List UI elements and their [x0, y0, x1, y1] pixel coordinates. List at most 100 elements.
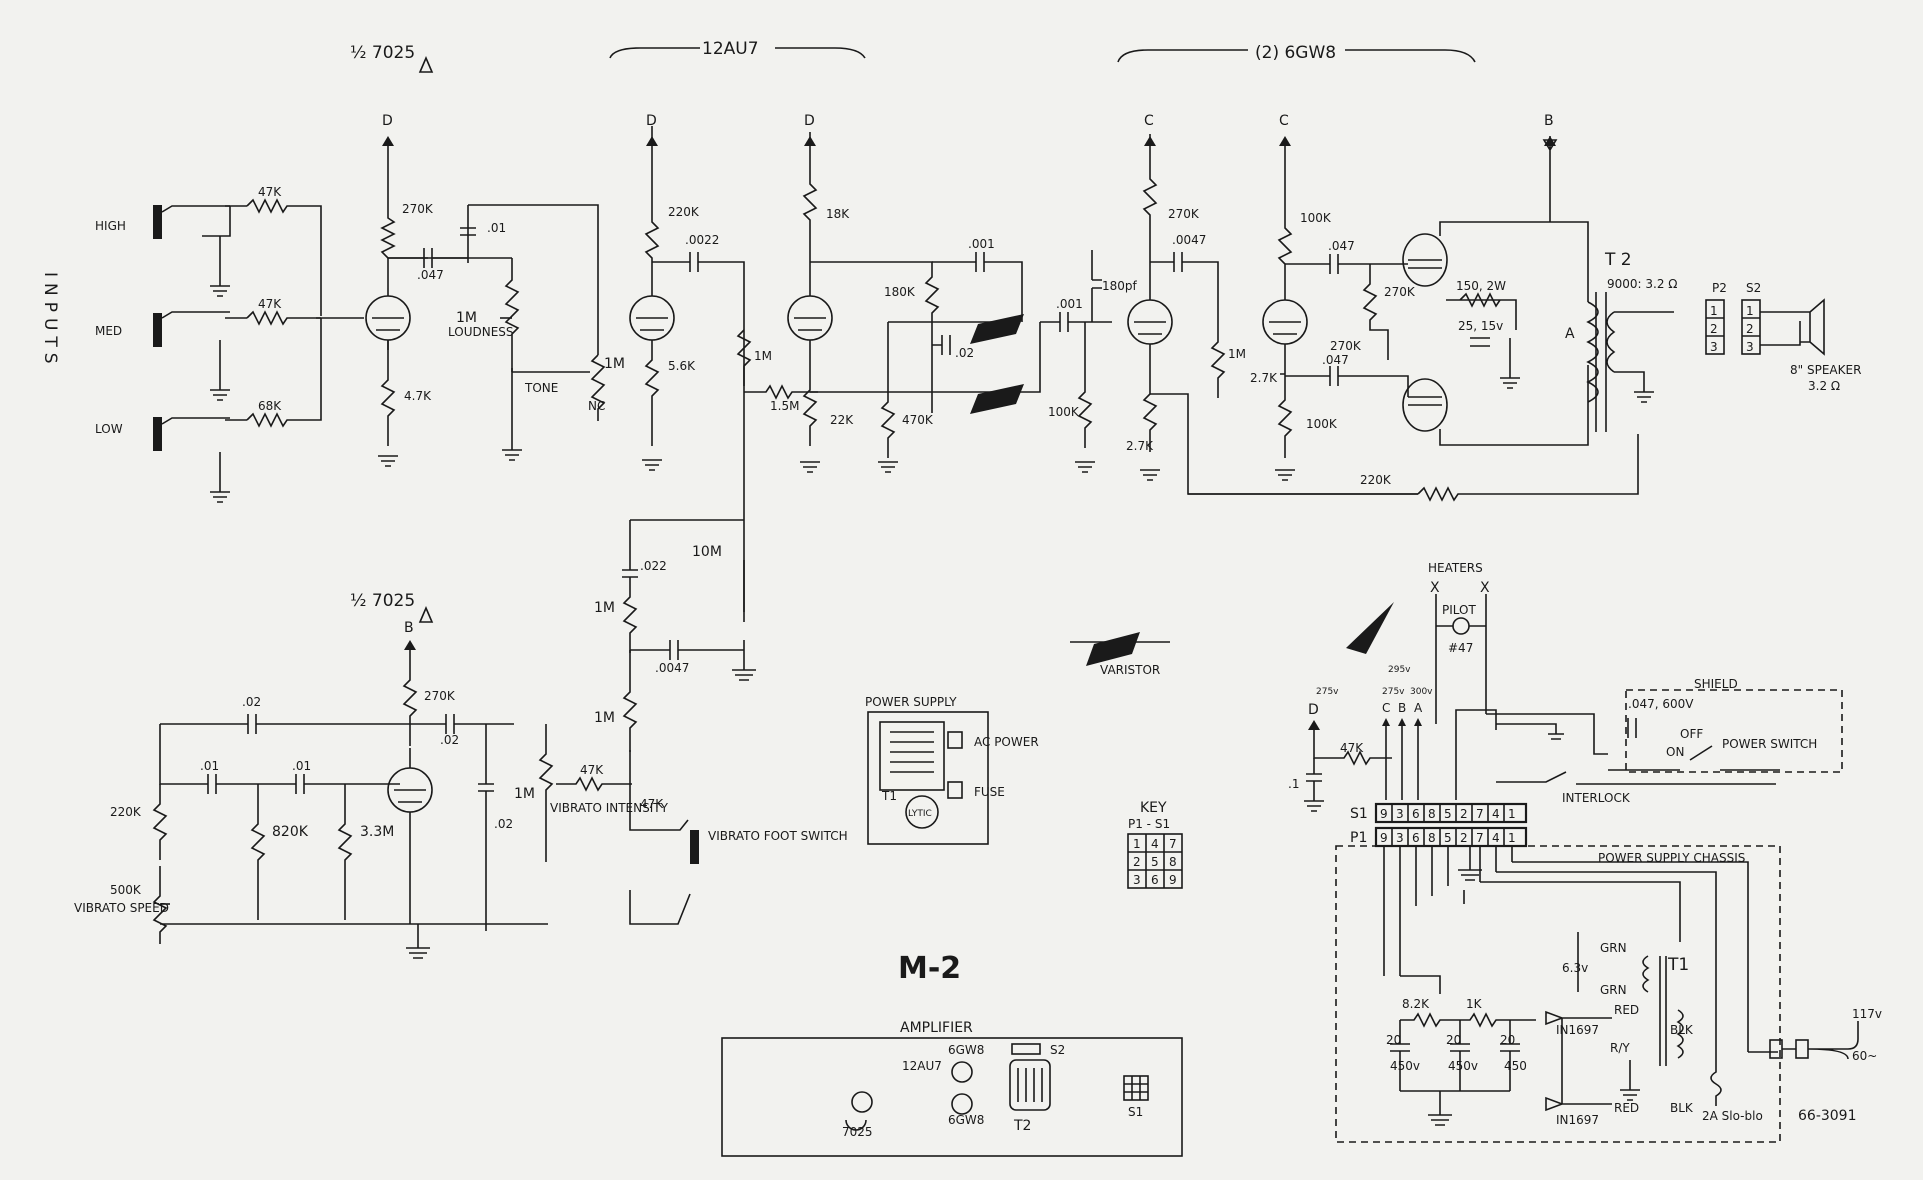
c25-label: 25, 15v [1458, 319, 1503, 333]
c02-osc-top-label: .02 [242, 695, 261, 709]
p2-label: P2 [1712, 281, 1727, 295]
c20a-label: 20 [1386, 1033, 1401, 1047]
vib-speed-value: 500K [110, 883, 142, 897]
pot-loudness-value: 1M [456, 310, 477, 326]
lytic-label: LYTIC [908, 809, 932, 819]
tube-v4-pentode [1402, 233, 1448, 287]
vib-intensity-label[interactable]: VIBRATO INTENSITY [550, 801, 669, 815]
r22k-label: 22K [830, 413, 854, 427]
node-a-ps: A [1414, 701, 1423, 715]
s1-pin: 6 [1412, 807, 1420, 821]
layout-s1: S1 [1128, 1105, 1143, 1119]
c20a-v-label: 450v [1390, 1059, 1420, 1073]
r220k-osc-label: 220K [110, 805, 142, 819]
amplifier-chassis-outline [721, 1037, 1183, 1157]
tube-7025-bottom-label: ½ 7025 [350, 591, 415, 611]
p1-pin: 8 [1428, 831, 1436, 845]
r270k-osc-label: 270K [424, 689, 456, 703]
s1-pin: 4 [1492, 807, 1500, 821]
jack-med[interactable] [153, 313, 162, 347]
svg-text:X: X [1480, 580, 1490, 596]
ac-power-label: AC POWER [974, 735, 1039, 749]
r27k-b-label: 2.7K [1250, 371, 1278, 385]
layout-t2-box [1009, 1059, 1051, 1111]
layout-12au7: 12AU7 [902, 1059, 942, 1073]
power-supply-block: POWER SUPPLY T1 LYTIC AC POWER FUSE [865, 695, 1039, 845]
s1-pin: 3 [1396, 807, 1404, 821]
key-cell: 8 [1169, 855, 1177, 869]
red2-label: RED [1614, 1101, 1639, 1115]
r100k-b-label: 100K [1306, 417, 1338, 431]
jack-low[interactable] [153, 417, 162, 451]
r1m-pi-label: 1M [1228, 347, 1246, 361]
grn1-label: GRN [1600, 941, 1627, 955]
c180pf-label: 180pf [1102, 279, 1138, 293]
tube-12au7-label: 12AU7 [702, 39, 759, 59]
p1-pin: 3 [1396, 831, 1404, 845]
p1-pin: 6 [1412, 831, 1420, 845]
c047-v1-label: .047 [417, 268, 444, 282]
blk2-label: BLK [1670, 1101, 1694, 1115]
layout-s2: S2 [1050, 1043, 1065, 1057]
node-a-out: A [1565, 326, 1575, 342]
shield-box [1625, 689, 1843, 773]
socket-icon [1795, 1039, 1809, 1059]
jack-high[interactable] [153, 205, 162, 239]
node-c-pi2: C [1279, 113, 1289, 129]
r270k-pi-label: 270K [1168, 207, 1200, 221]
c0047-v-label: .0047 [655, 661, 689, 675]
ps-block-title: POWER SUPPLY [865, 695, 957, 709]
pilot-label: PILOT [1442, 603, 1476, 617]
nc-label: NC [588, 399, 605, 413]
c01-v1-label: .01 [487, 221, 506, 235]
c1-ps-label: .1 [1288, 777, 1299, 791]
layout-t2: T2 [1013, 1118, 1031, 1134]
r220k-label: 220K [668, 205, 700, 219]
s1-pin: 7 [1476, 807, 1484, 821]
node-b-out: B [1544, 113, 1554, 129]
power-supply-chassis-box [1335, 845, 1781, 1143]
pot-loudness-label[interactable]: LOUDNESS [448, 325, 514, 339]
vib-speed-label[interactable]: VIBRATO SPEED [74, 901, 169, 915]
pot-intensity-value: 1M [514, 786, 535, 802]
key-cell: 6 [1151, 873, 1159, 887]
socket-s2[interactable] [1741, 299, 1761, 355]
pilot-lamp-icon [1452, 617, 1470, 635]
s2-label: S2 [1746, 281, 1761, 295]
varistor-1 [970, 314, 1024, 344]
c01-osc-a-label: .01 [200, 759, 219, 773]
tube-socket-6gw8-a [951, 1061, 973, 1083]
node-c-ps: C [1382, 701, 1390, 715]
svg-text:1: 1 [1710, 304, 1718, 318]
mains-label: 117v [1852, 1007, 1882, 1021]
c001b-label: .001 [1056, 297, 1083, 311]
power-switch-label[interactable]: POWER SWITCH [1722, 737, 1817, 751]
c02-osc-b-label: .02 [440, 733, 459, 747]
s1-pin: 9 [1380, 807, 1388, 821]
key-cell: 4 [1151, 837, 1159, 851]
ps-arrow-icon [1346, 602, 1394, 654]
varistor-2 [970, 384, 1024, 414]
heaters-label: HEATERS [1428, 561, 1483, 575]
plug-p2[interactable] [1705, 299, 1725, 355]
r47k-ps-label: 47K [1340, 741, 1364, 755]
t2-ratio-label: 9000: 3.2 Ω [1607, 277, 1677, 291]
v3-tube-label: (2) 6GW8 [1117, 43, 1476, 63]
c02-osc-a-label: .02 [494, 817, 513, 831]
svg-text:2: 2 [1746, 322, 1754, 336]
r1m-grid-label: 1M [754, 349, 772, 363]
tone-label[interactable]: TONE [524, 381, 558, 395]
power-switch-icon[interactable] [1689, 745, 1713, 761]
vibrato-footswitch-jack[interactable] [690, 830, 699, 864]
c01-osc-b-label: .01 [292, 759, 311, 773]
c047-b-label: .047 [1322, 353, 1349, 367]
vib-foot-label[interactable]: VIBRATO FOOT SWITCH [708, 829, 848, 843]
c0047-pi-label: .0047 [1172, 233, 1206, 247]
fuse-label: FUSE [974, 785, 1005, 799]
r33m-label: 3.3M [360, 824, 394, 840]
node-b-vib: B [404, 620, 414, 636]
r10m-label: 10M [692, 544, 722, 560]
node-d-v2: D [646, 113, 657, 129]
v2-stage: D 220K .0022 5.6K 1M 1.5M D 18K 22K 180K… [629, 113, 1112, 512]
